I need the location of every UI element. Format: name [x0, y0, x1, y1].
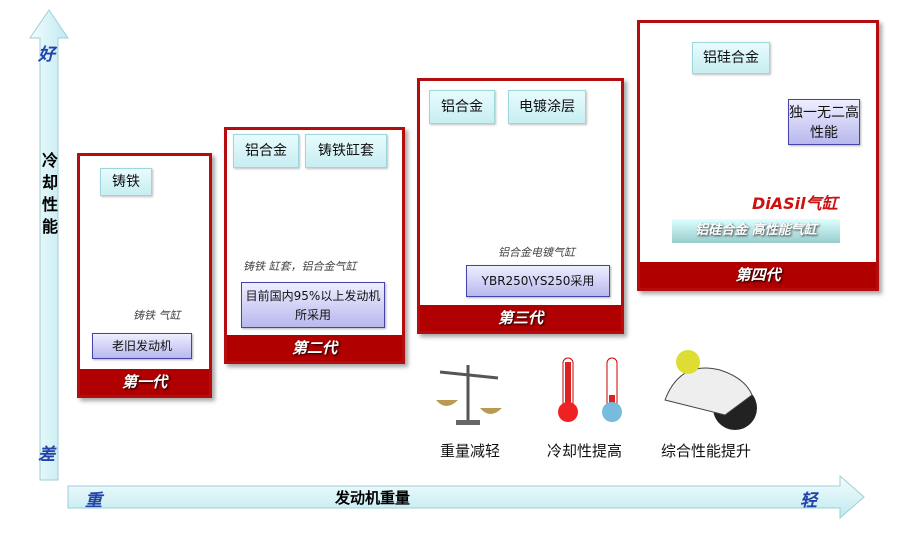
benefit-label: 重量减轻	[440, 442, 501, 460]
horizontal-axis-arrow	[67, 474, 865, 520]
cylinder-desc: 铸铁 缸套，铝合金气缸	[243, 260, 357, 273]
y-axis-top-label: 好	[38, 45, 55, 65]
scale-icon	[439, 370, 499, 380]
cylinder-banner: 铝硅合金 高性能气缸	[672, 219, 840, 243]
scale-icon	[456, 420, 480, 425]
vertical-axis-arrow	[29, 9, 69, 481]
note-box: 老旧发动机	[92, 333, 192, 359]
note-box: YBR250\YS250采用	[466, 265, 610, 297]
y-axis-label: 冷却性能	[42, 151, 59, 236]
motorcycle-icon	[676, 350, 700, 374]
scale-icon	[436, 400, 458, 406]
generation-title: 第二代	[227, 335, 402, 361]
material-label: 电镀涂层	[508, 90, 586, 124]
y-axis-bottom-label: 差	[38, 445, 55, 465]
material-label: 铸铁	[100, 168, 152, 196]
cylinder-desc: 铸铁 气缸	[133, 309, 181, 322]
material-label: 铝硅合金	[692, 42, 770, 74]
thermometer-icon	[609, 395, 615, 408]
benefit-label: 综合性能提升	[661, 442, 752, 460]
generation-title: 第一代	[80, 369, 209, 395]
thermometer-icon	[565, 362, 571, 408]
note-box: 目前国内95%以上发动机所采用	[241, 282, 385, 328]
material-label: 铸铁缸套	[305, 134, 387, 168]
generation-title: 第四代	[640, 262, 876, 288]
cylinder-desc: 铝合金电镀气缸	[498, 246, 575, 259]
x-axis-left-label: 重	[85, 491, 102, 511]
x-axis-label: 发动机重量	[335, 489, 411, 507]
x-axis-right-label: 轻	[800, 491, 817, 511]
thermometer-icon	[558, 402, 578, 422]
material-label: 铝合金	[233, 134, 299, 168]
scale-icon	[480, 408, 502, 414]
generation-title: 第三代	[420, 305, 621, 331]
thermometer-icon	[602, 402, 622, 422]
cylinder-desc: DiASil气缸	[752, 194, 838, 213]
benefit-label: 冷却性提高	[547, 442, 623, 460]
motorcycle-icon	[664, 367, 753, 416]
note-box: 独一无二高性能	[788, 99, 860, 145]
material-label: 铝合金	[429, 90, 495, 124]
